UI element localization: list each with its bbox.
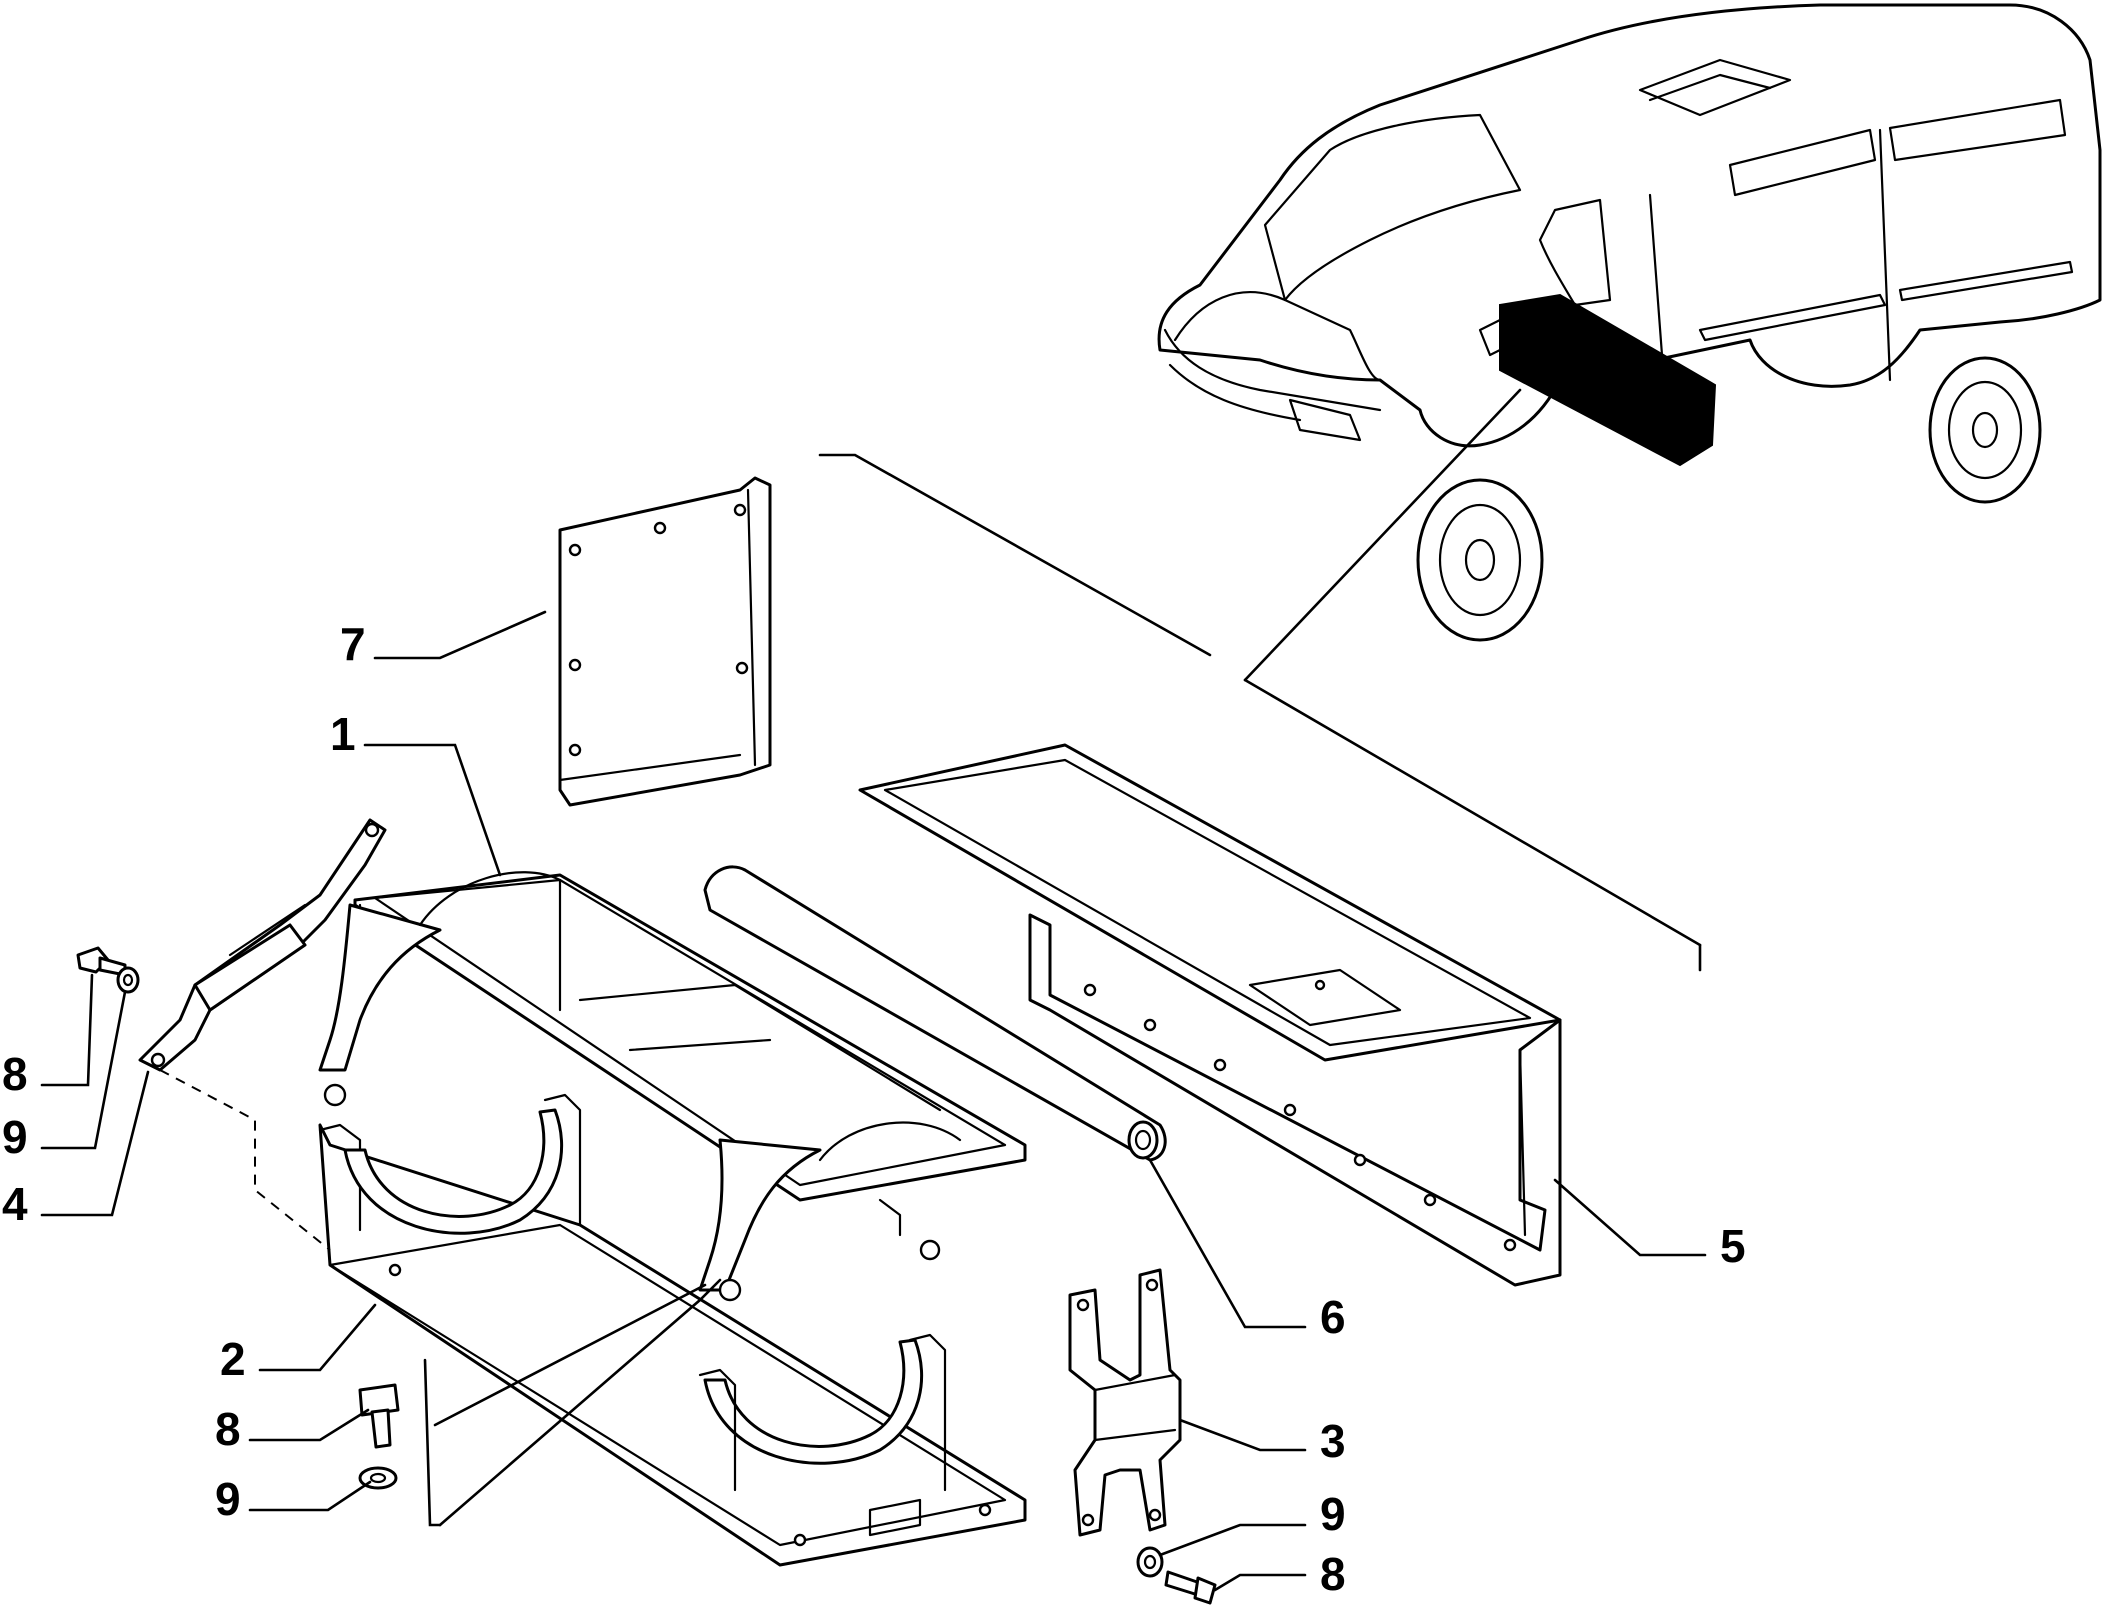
part-3-clamp-bracket (1068, 1268, 1182, 1537)
leader-2 (258, 1303, 377, 1372)
callout-8-lower: 8 (1320, 1548, 1346, 1600)
callout-9-lower: 9 (1320, 1488, 1346, 1540)
highlighted-box-location (1499, 293, 1717, 467)
leader-9c (1158, 1523, 1307, 1557)
van-illustration (1157, 3, 2102, 947)
bolt-icon-upper-left (76, 946, 127, 977)
rear-wheel-icon (1928, 356, 2042, 504)
leader-8a (40, 973, 94, 1087)
leader-8b (248, 1408, 370, 1442)
callout-1: 1 (330, 708, 356, 760)
leader-6 (1148, 1158, 1307, 1329)
bolt-icon-lower-left (358, 1383, 400, 1449)
callout-3: 3 (1320, 1415, 1346, 1467)
front-wheel-icon (1416, 478, 1544, 642)
leader-7 (373, 610, 547, 660)
leader-frame-diagonal-2 (433, 1283, 707, 1427)
callout-4: 4 (2, 1178, 28, 1230)
part-5-tray (858, 743, 1562, 1287)
callout-5: 5 (1720, 1220, 1746, 1272)
callout-9-upper: 9 (2, 1111, 28, 1163)
washer-icon-upper-left (116, 966, 140, 994)
leader-8c (1213, 1573, 1307, 1592)
callout-6: 6 (1320, 1291, 1346, 1343)
assembly-dashed-line (159, 1069, 331, 1251)
callout-9-middle: 9 (215, 1473, 241, 1525)
callout-8-upper: 8 (2, 1048, 28, 1100)
part-1-upper-frame (318, 871, 1027, 1302)
part-4-strap (138, 818, 387, 1072)
bolt-icon-lower-right (1164, 1570, 1217, 1605)
washer-icon-lower-right (1136, 1546, 1164, 1578)
part-2-lower-frame (318, 1093, 1027, 1567)
leader-4 (40, 1070, 150, 1217)
leader-9a (40, 990, 127, 1150)
callout-7: 7 (340, 618, 366, 670)
part-6-rod (703, 865, 1167, 1162)
leader-5 (1553, 1178, 1707, 1257)
callout-2: 2 (220, 1333, 246, 1385)
leader-1 (363, 743, 502, 877)
leader-3 (1178, 1418, 1307, 1452)
leader-2-frame (423, 1358, 442, 1527)
reference-line-upper (818, 453, 1212, 657)
part-7-mounting-plate (558, 476, 772, 807)
callout-8-middle: 8 (215, 1403, 241, 1455)
leader-frame-diagonal (438, 1278, 722, 1527)
leader-9b (248, 1480, 372, 1512)
